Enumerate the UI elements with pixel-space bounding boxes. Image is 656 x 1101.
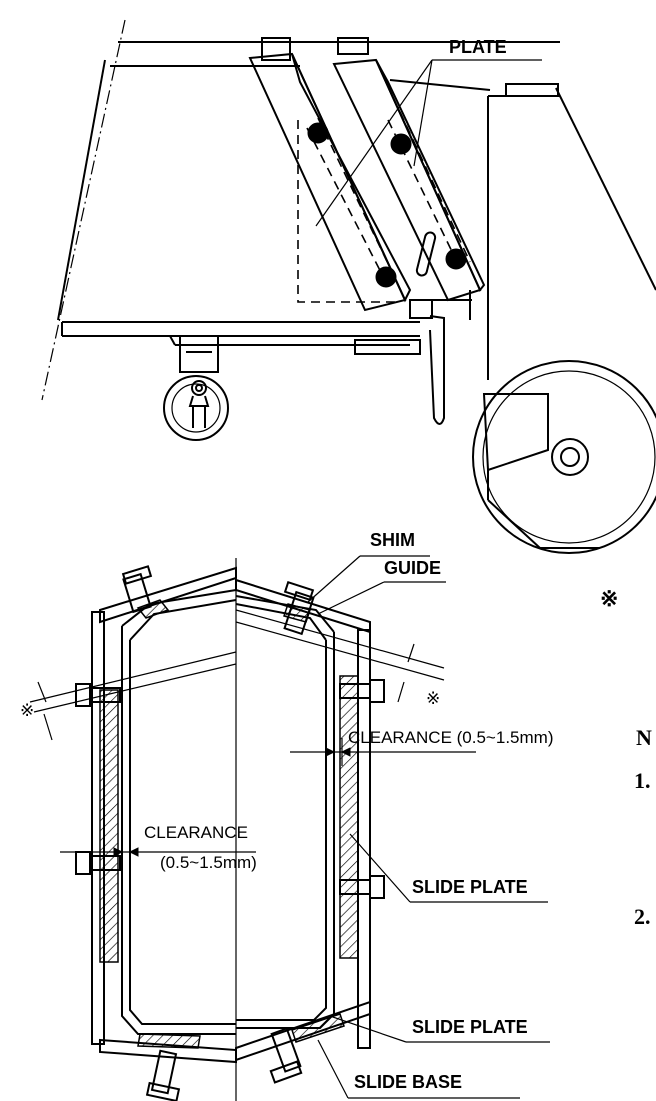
bolt-marker [445,248,467,270]
note-letter: N [636,725,652,750]
asterisk-left: ※ [20,701,34,720]
note-item-2: 2. [634,904,651,929]
shim-label: SHIM [370,530,415,550]
top-assembly-diagram: PLATE [41,19,656,554]
margin-notes: ※ N 1. 2. [600,586,652,929]
clearance-right-label: CLEARANCE (0.5~1.5mm) [348,728,553,747]
asterisk-right: ※ [426,689,440,708]
bolt-marker [375,266,397,288]
plate-label: PLATE [449,37,507,57]
guide-label: GUIDE [384,558,441,578]
clearance-left-label: CLEARANCE [144,823,248,842]
bottom-section-diagram: ※ ※ SHIM GUIDE CLEARANCE (0.5~1.5mm) CLE… [20,530,553,1101]
bolt-marker [307,122,329,144]
slide-base-label: SLIDE BASE [354,1072,462,1092]
note-item-1: 1. [634,768,651,793]
slide-plate-lower-label: SLIDE PLATE [412,1017,528,1037]
slide-plate-upper-label: SLIDE PLATE [412,877,528,897]
bolt-marker [390,133,412,155]
clearance-left-value: (0.5~1.5mm) [160,853,257,872]
reference-mark: ※ [600,586,618,611]
